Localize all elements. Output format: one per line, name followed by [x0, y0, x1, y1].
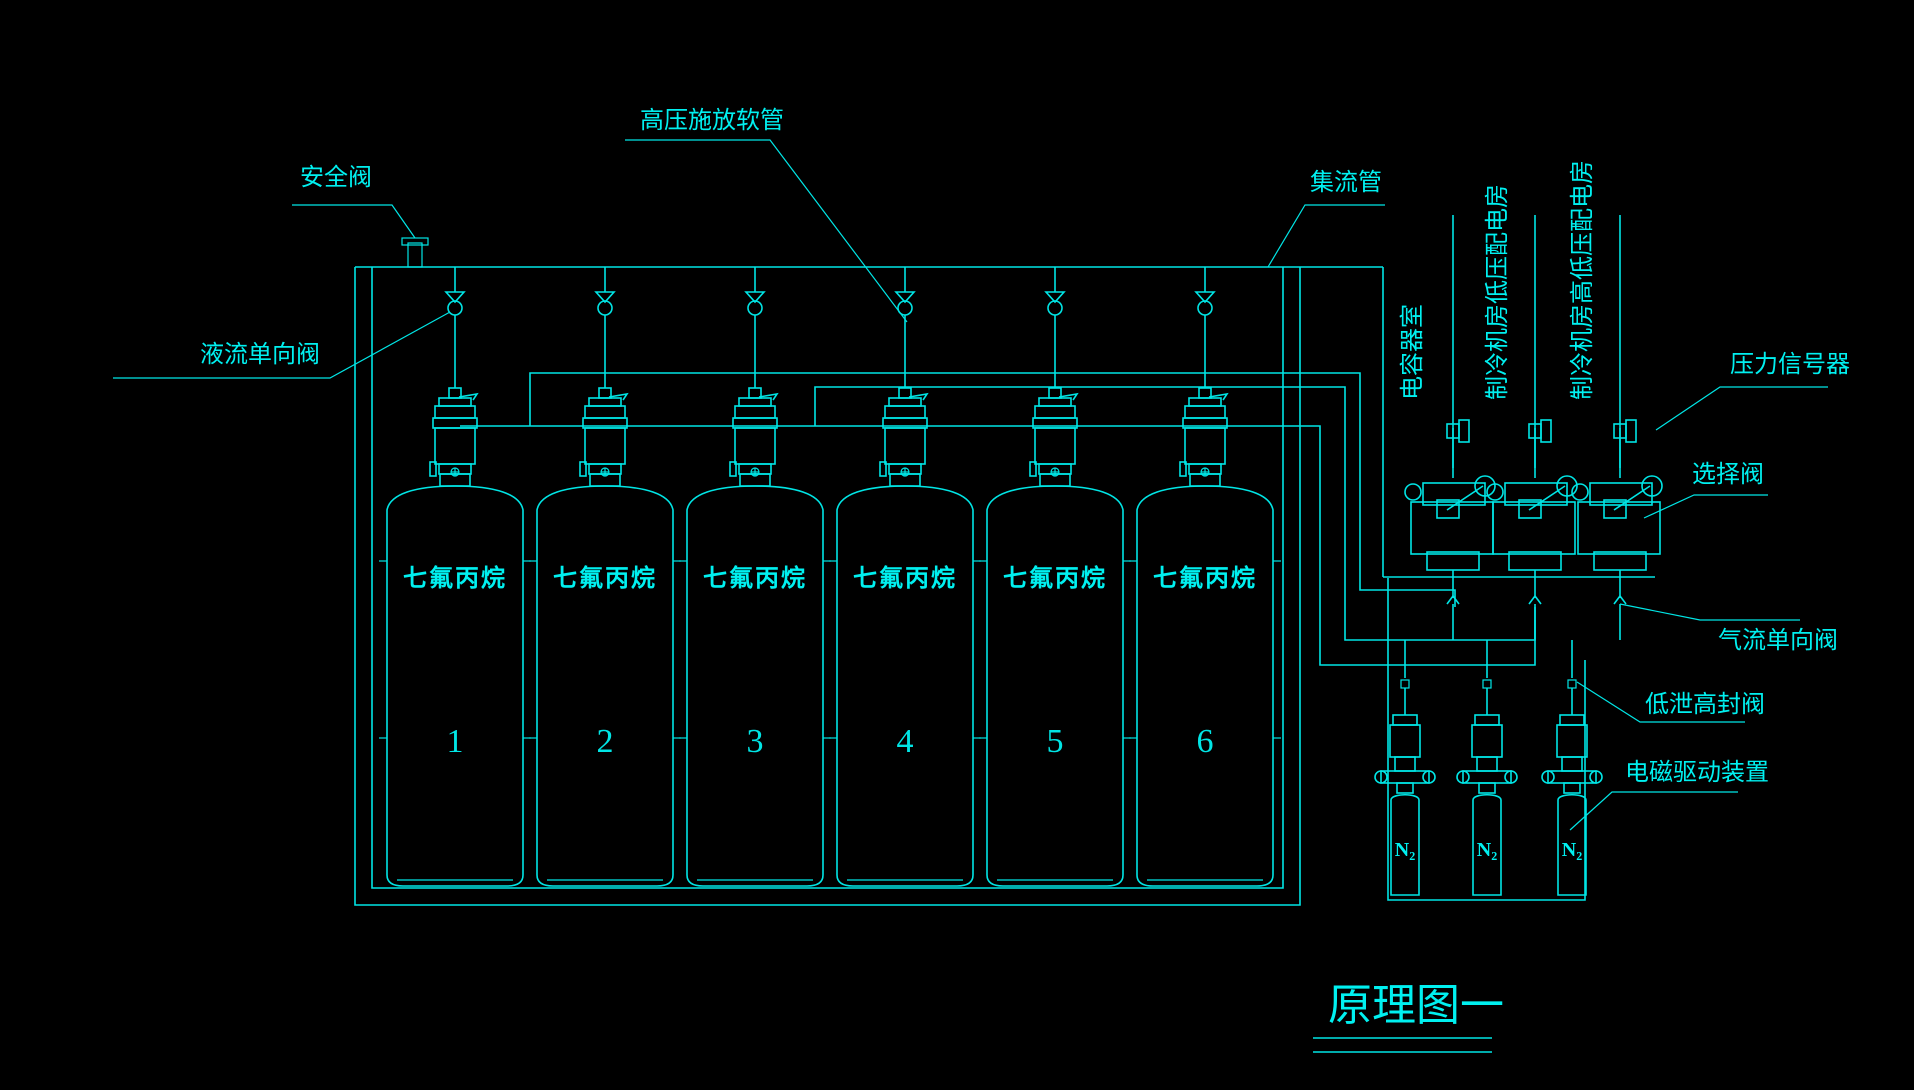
agent-cylinder: 七氟丙烷 1 — [379, 267, 531, 887]
cylinder-number: 6 — [1197, 723, 1214, 760]
zone-branches — [1404, 215, 1663, 640]
driver-cylinder: N₂ — [1541, 640, 1603, 896]
zone-branch — [1404, 215, 1496, 640]
zone-label-3: 制冷机房高低压配电房 — [1568, 160, 1596, 400]
cylinder-agent-label: 七氟丙烷 — [1153, 564, 1257, 592]
cylinder-number: 1 — [447, 723, 464, 760]
zone-label-1: 电容器室 — [1398, 304, 1426, 400]
drawing-title: 原理图一 — [1328, 980, 1504, 1031]
label-manifold: 集流管 — [1310, 168, 1382, 196]
driver-cylinder: N₂ — [1456, 640, 1518, 896]
cylinder-number: 4 — [897, 723, 914, 760]
label-selector-valve: 选择阀 — [1692, 460, 1764, 488]
cylinder-agent-label: 七氟丙烷 — [853, 564, 957, 592]
label-pressure-switch: 压力信号器 — [1730, 350, 1850, 378]
cylinder-number: 3 — [747, 723, 764, 760]
cylinder-number: 5 — [1047, 723, 1064, 760]
zone-branch — [1486, 215, 1578, 640]
cylinder-agent-label: 七氟丙烷 — [553, 564, 657, 592]
manifold-pipe — [355, 266, 1655, 578]
agent-cylinder: 七氟丙烷 2 — [529, 267, 681, 887]
label-gas-check-valve: 气流单向阀 — [1718, 626, 1838, 654]
agent-cylinder: 七氟丙烷 3 — [679, 267, 831, 887]
label-liquid-check-valve: 液流单向阀 — [200, 340, 320, 368]
driver-cylinders: N₂ N₂ N₂ — [1374, 578, 1603, 901]
zone-branch — [1571, 215, 1663, 640]
agent-cylinder: 七氟丙烷 6 — [1129, 267, 1281, 887]
driver-cylinder-label: N₂ — [1477, 839, 1497, 861]
cylinder-agent-label: 七氟丙烷 — [403, 564, 507, 592]
agent-cylinders: 七氟丙烷 1 七氟丙烷 2 七氟丙烷 3 七氟丙烷 4 七氟丙烷 5 七氟丙烷 6 — [379, 267, 1281, 887]
cylinder-agent-label: 七氟丙烷 — [703, 564, 807, 592]
cylinder-agent-label: 七氟丙烷 — [1003, 564, 1107, 592]
cylinder-number: 2 — [597, 723, 614, 760]
label-low-leak-seal-valve: 低泄高封阀 — [1645, 690, 1765, 718]
cylinder-rack-frame — [354, 267, 1301, 906]
label-safety-valve: 安全阀 — [300, 163, 372, 191]
pilot-lines — [460, 372, 1536, 666]
driver-cylinder-label: N₂ — [1395, 839, 1415, 861]
agent-cylinder: 七氟丙烷 4 — [829, 267, 981, 887]
driver-cylinder-label: N₂ — [1562, 839, 1582, 861]
driver-cylinder: N₂ — [1374, 640, 1436, 896]
agent-cylinder: 七氟丙烷 5 — [979, 267, 1131, 887]
zone-label-2: 制冷机房低压配电房 — [1483, 184, 1511, 400]
label-high-pressure-hose: 高压施放软管 — [640, 106, 784, 134]
leader-lines — [113, 139, 1828, 831]
safety-valve-icon — [401, 237, 429, 268]
label-solenoid-driver: 电磁驱动装置 — [1625, 758, 1769, 786]
